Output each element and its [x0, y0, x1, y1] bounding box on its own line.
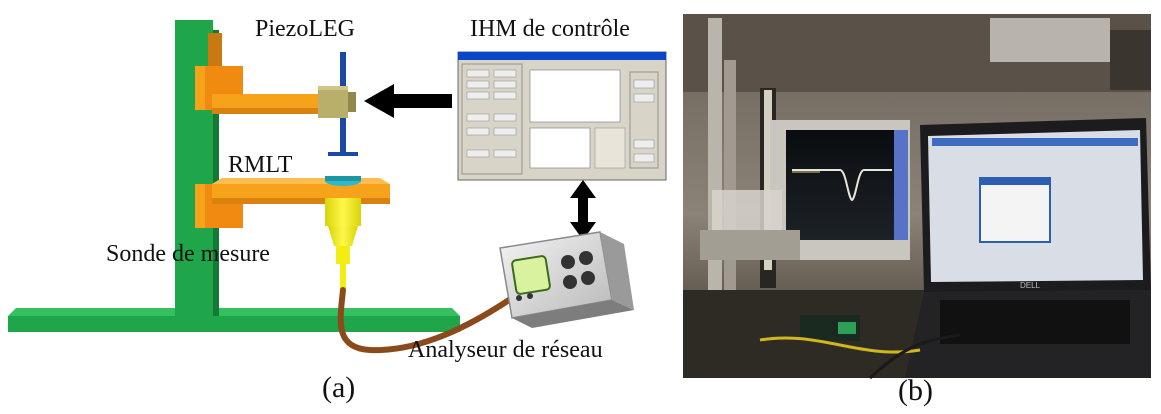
control-arrow	[364, 84, 452, 118]
hmi-window-thumbnail	[457, 51, 667, 181]
rod-tip	[328, 152, 358, 156]
label-sonde: Sonde de mesure	[106, 241, 270, 267]
upper-arm	[195, 66, 320, 114]
coax-cable	[337, 287, 515, 354]
label-analyseur: Analyseur de réseau	[408, 337, 603, 363]
caption-a: (a)	[322, 371, 356, 404]
network-analyzer	[499, 231, 634, 328]
base-plate	[8, 308, 460, 332]
laptop	[905, 118, 1151, 378]
piezoleg-motor	[318, 86, 356, 118]
setup-photo: DELL	[683, 14, 1151, 380]
data-double-arrow	[570, 180, 596, 240]
label-rmlt: RMLT	[228, 152, 293, 178]
support-column	[175, 20, 222, 316]
laptop-brand: DELL	[1020, 281, 1041, 290]
setup-schematic	[8, 20, 667, 354]
label-ihm: IHM de contrôle	[470, 16, 630, 42]
analyzer-screen	[786, 130, 908, 240]
caption-b: (b)	[898, 374, 933, 407]
label-piezoleg: PiezoLEG	[255, 16, 355, 42]
measurement-probe	[325, 198, 361, 290]
